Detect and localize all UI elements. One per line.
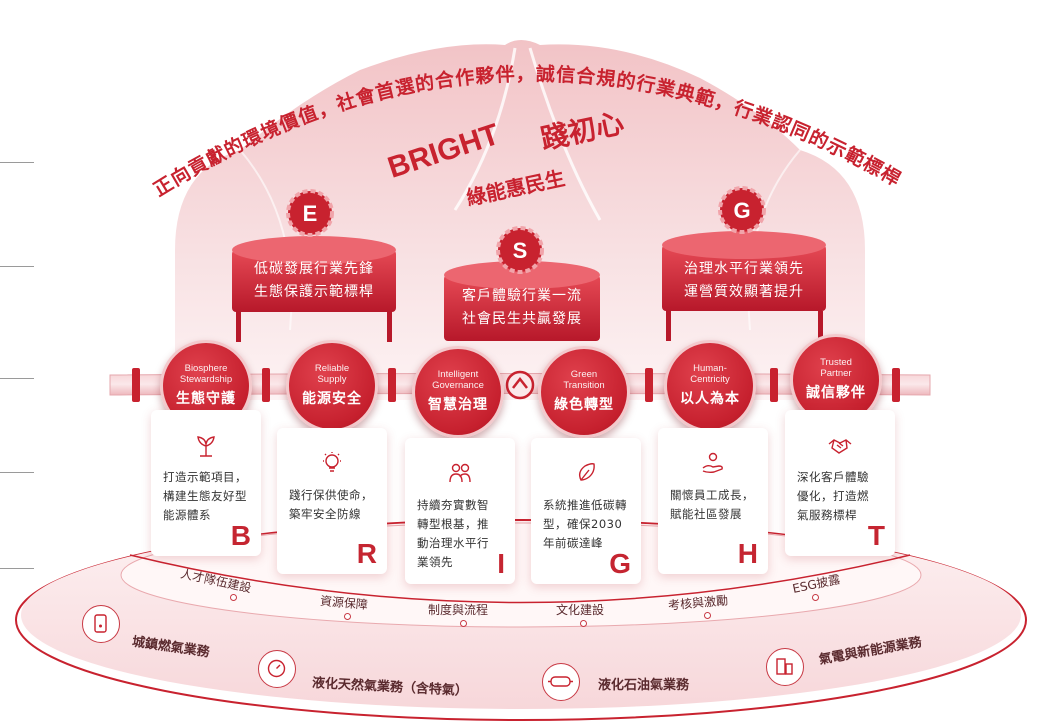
pipe-valve-icon	[505, 370, 535, 400]
handshake-icon	[828, 439, 852, 454]
pillar-zh: 智慧治理	[428, 397, 488, 413]
card-letter: R	[356, 538, 377, 569]
card-i-text: 持續夯實數智轉型根基，推動治理水平行業領先	[417, 498, 489, 569]
pillar-en: Human-Centricity	[690, 363, 730, 385]
power-plant-icon	[766, 648, 804, 686]
pipeline-icon	[542, 663, 580, 701]
badge-letter-s: S	[513, 238, 528, 263]
tank-g-line2: 運營質效顯著提升	[684, 284, 804, 300]
team-icon	[449, 463, 471, 483]
mechanism-dot	[704, 612, 711, 619]
mechanism-label: 制度與流程	[428, 603, 489, 617]
pillar-zh: 以人為本	[680, 391, 740, 407]
tank-e-line1: 低碳發展行業先鋒	[254, 261, 374, 277]
pillar-zh: 綠色轉型	[554, 397, 614, 413]
tank-g-line1: 治理水平行業領先	[684, 261, 804, 277]
margin-line	[0, 266, 34, 267]
card-letter: H	[737, 538, 758, 569]
margin-line	[0, 568, 34, 569]
badge-letter-g: G	[733, 198, 750, 223]
plant-icon	[197, 436, 215, 457]
mechanism-dot	[344, 613, 351, 620]
tank-s-text: 客戶體驗行業一流 社會民生共贏發展	[444, 285, 600, 331]
mechanism-label: 文化建設	[556, 603, 605, 617]
card-t-text: 深化客戶體驗優化，打造燃氣服務標桿	[797, 470, 869, 522]
card-t: 深化客戶體驗優化，打造燃氣服務標桿 T	[785, 410, 895, 556]
mechanism-arc	[129, 554, 911, 604]
card-b: 打造示範項目，構建生態友好型能源體系 B	[151, 410, 261, 556]
margin-line	[0, 378, 34, 379]
pillar-zh: 誠信夥伴	[806, 385, 866, 401]
mechanism-dot	[230, 594, 237, 601]
margin-line	[0, 472, 34, 473]
tank-g	[662, 231, 826, 341]
badge-shape-e	[286, 189, 334, 237]
tank-g-text: 治理水平行業領先 運營質效顯著提升	[662, 258, 826, 304]
mechanism-dot	[580, 620, 587, 627]
leaf-cycle-icon	[578, 463, 595, 481]
card-letter: B	[230, 520, 251, 551]
card-letter: G	[609, 548, 631, 579]
business-label: 液化石油氣業務	[598, 678, 690, 693]
tank-s	[444, 261, 600, 341]
tank-s-line2: 社會民生共贏發展	[462, 311, 582, 327]
card-h-text: 關懷員工成長，賦能社區發展	[670, 488, 754, 521]
tank-e-text: 低碳發展行業先鋒 生態保護示範標桿	[232, 258, 396, 304]
pillar-zh: 生態守護	[176, 391, 236, 407]
badge-shape-g	[718, 186, 766, 234]
margin-line	[0, 162, 34, 163]
pillar-circle-h: Human-Centricity 以人為本	[664, 340, 756, 432]
tank-e	[232, 236, 396, 342]
badge-letter-e: E	[303, 201, 318, 226]
mechanism-dot	[812, 594, 819, 601]
bulb-icon	[323, 452, 341, 472]
card-r: 踐行保供使命，築牢安全防線 R	[277, 428, 387, 574]
badge-shape-s	[496, 226, 544, 274]
card-letter: I	[497, 548, 505, 579]
card-h: 關懷員工成長，賦能社區發展 H	[658, 428, 768, 574]
care-hand-icon	[702, 452, 723, 474]
pipe-joints	[132, 368, 900, 402]
tank-e-line2: 生態保護示範標桿	[254, 284, 374, 300]
card-b-text: 打造示範項目，構建生態友好型能源體系	[163, 470, 247, 522]
pillar-zh: 能源安全	[302, 391, 362, 407]
card-r-text: 踐行保供使命，築牢安全防線	[289, 488, 373, 521]
gauge-icon	[258, 650, 296, 688]
tank-s-line1: 客戶體驗行業一流	[462, 288, 582, 304]
card-letter: T	[867, 520, 885, 551]
gas-meter-icon	[82, 605, 120, 643]
mechanism-dot	[460, 620, 467, 627]
card-i: 持續夯實數智轉型根基，推動治理水平行業領先 I	[405, 438, 515, 584]
